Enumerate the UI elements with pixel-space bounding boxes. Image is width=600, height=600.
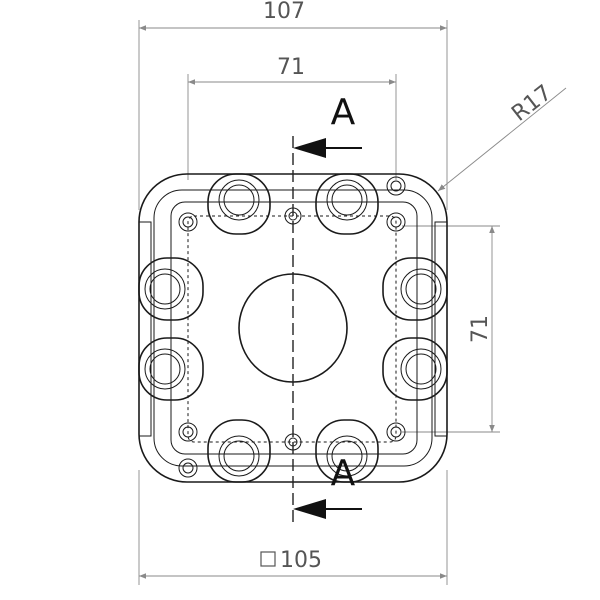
cable-entry-bottom-left	[207, 419, 271, 483]
screw-bottom-right	[386, 422, 406, 442]
dimension-inner-height: 71	[402, 225, 500, 433]
inner-width-label: 71	[277, 55, 305, 80]
cable-entry-top-right	[315, 173, 379, 235]
inner-height-label: 71	[468, 315, 493, 343]
screw-top-left	[178, 212, 198, 232]
cable-entry-right-bottom	[382, 337, 448, 401]
square-size-label: 105	[280, 548, 322, 573]
screw-top-right	[386, 212, 406, 232]
cable-entry-left-bottom	[138, 337, 204, 401]
overall-width-label: 107	[263, 0, 305, 24]
cable-entries	[138, 173, 448, 483]
cable-entry-bottom-right	[315, 419, 379, 483]
section-line: A A	[292, 92, 362, 522]
radius-label: R17	[507, 80, 556, 126]
dimension-overall-width: 107	[138, 0, 448, 210]
dimension-radius: R17	[437, 80, 567, 192]
section-label-top: A	[331, 92, 356, 133]
square-symbol-icon	[260, 551, 276, 567]
dimension-inner-width: 71	[187, 55, 397, 180]
dimension-square-size: 105	[138, 470, 448, 585]
screw-bottom-left	[178, 422, 198, 442]
corner-hole-bottom-left	[178, 458, 198, 478]
cable-entry-top-left	[207, 173, 271, 235]
corner-hole-top-right	[386, 176, 406, 196]
cable-entry-right-top	[382, 257, 448, 321]
section-label-bottom: A	[331, 453, 356, 494]
cable-entry-left-top	[138, 257, 204, 321]
